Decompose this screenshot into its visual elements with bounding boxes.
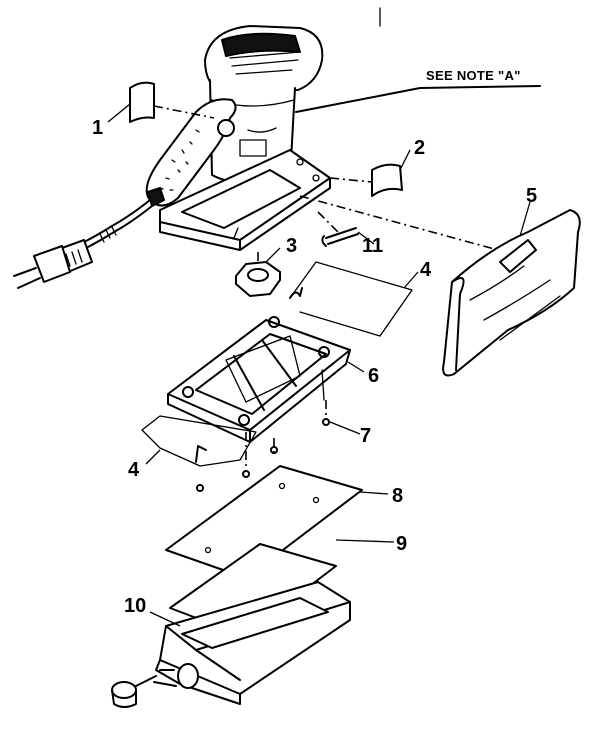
callout-6: 6 [368,365,379,387]
callout-2: 2 [414,137,425,159]
callout-3: 3 [286,235,297,257]
callout-8: 8 [392,485,403,507]
callout-labels: SEE NOTE "A" 1 2 3 4 4 5 6 7 8 9 10 11 [92,68,537,617]
callout-7: 7 [360,425,371,447]
callout-9: 9 [396,533,407,555]
sander-handle [145,98,237,207]
part-7-screw [322,400,330,426]
callout-10: 10 [124,595,146,617]
callout-leaders [107,103,531,627]
part-2-dashed-line [329,177,373,183]
part-2-label [371,163,403,197]
part-1-label [129,81,155,123]
part-10-pad-base [111,581,351,708]
callout-1: 1 [92,117,103,139]
callout-4-lower: 4 [128,459,140,481]
part-4-lower-gasket [141,415,257,467]
see-note-a-label: SEE NOTE "A" [426,68,521,83]
part-5-dust-bag [299,195,581,377]
note-leader-line [295,85,541,113]
callout-5: 5 [526,185,537,207]
callout-11: 11 [362,235,383,257]
power-cord [13,199,153,289]
callout-4-upper: 4 [420,259,432,281]
part-11-pin [317,211,359,247]
part-3-nut [235,252,281,297]
sander-base [159,149,331,251]
part-6-frame [167,316,351,443]
frame-screws [196,432,278,492]
part-4-upper-gasket [289,261,413,337]
